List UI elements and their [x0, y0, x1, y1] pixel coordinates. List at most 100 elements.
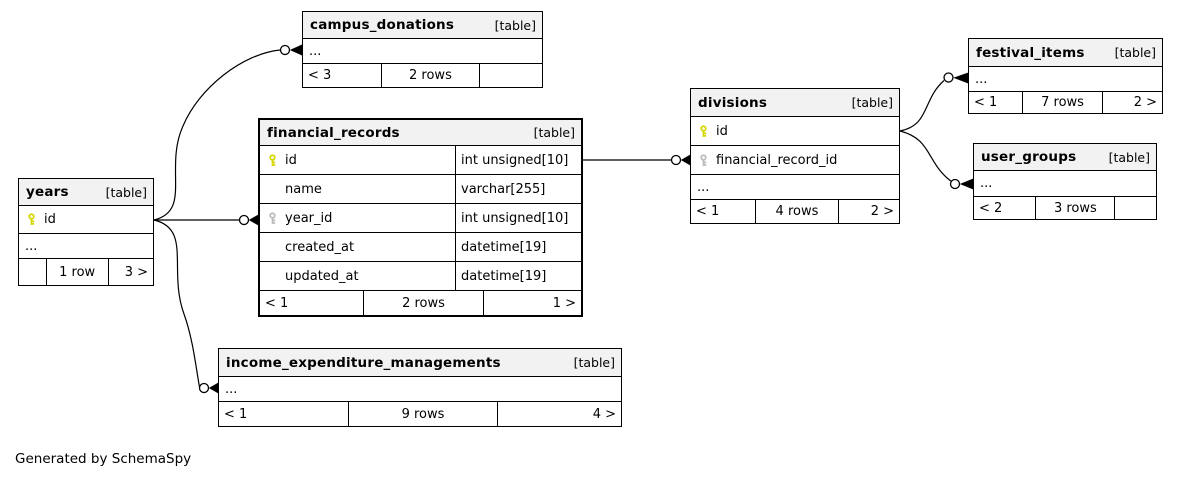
- column-type: int unsigned[10]: [455, 204, 581, 232]
- column-row-id: id: [19, 206, 153, 234]
- footer-rowcount: 7 rows: [1022, 92, 1101, 113]
- footer-parents: < 1: [265, 295, 289, 311]
- ellipsis-row: ...: [974, 171, 1156, 197]
- zero-dot: [670, 154, 682, 166]
- table-header[interactable]: divisions [table]: [691, 89, 899, 117]
- column-type: varchar[255]: [455, 175, 581, 203]
- column-row-created-at: created_at datetime[19]: [260, 233, 581, 262]
- key-spacer: [266, 270, 279, 283]
- crowfoot-arrow: [248, 214, 258, 226]
- key-spacer: [266, 183, 279, 196]
- column-name: updated_at: [285, 268, 359, 284]
- table-name[interactable]: income_expenditure_managements: [226, 354, 501, 371]
- table-node-user-groups[interactable]: user_groups [table] ... < 2 3 rows: [973, 143, 1157, 220]
- zero-dot: [238, 214, 250, 226]
- column-name: id: [285, 152, 297, 168]
- table-badge: [table]: [573, 355, 615, 370]
- footer-rowcount: 2 rows: [381, 64, 478, 87]
- table-name[interactable]: festival_items: [976, 44, 1085, 61]
- table-node-financial-records[interactable]: financial_records [table] id int unsigne…: [258, 118, 583, 317]
- footer-parents: < 3: [308, 68, 332, 83]
- zero-dot: [198, 382, 210, 394]
- column-name: financial_record_id: [716, 152, 838, 168]
- edge-divisions-user-groups: [899, 130, 952, 182]
- column-type: datetime[19]: [455, 262, 581, 290]
- column-row-year-id: year_id int unsigned[10]: [260, 204, 581, 233]
- footer-rowcount: 2 rows: [363, 291, 483, 315]
- footer-children: 2 >: [837, 200, 899, 223]
- foreign-key-icon: [266, 211, 279, 225]
- table-header[interactable]: user_groups [table]: [974, 144, 1156, 171]
- footer-rowcount: 4 rows: [755, 200, 837, 223]
- column-name: id: [716, 123, 728, 139]
- key-spacer: [266, 241, 279, 254]
- crowfoot-arrow: [208, 382, 218, 394]
- column-row-id: id: [691, 117, 899, 146]
- ellipsis-row: ...: [691, 175, 899, 200]
- footer-children: [478, 64, 543, 87]
- table-footer: < 1 2 rows 1 >: [260, 291, 581, 315]
- crowfoot-arrow: [680, 154, 690, 166]
- table-node-festival-items[interactable]: festival_items [table] ... < 1 7 rows 2 …: [968, 38, 1163, 114]
- ellipsis-row: ...: [303, 39, 542, 64]
- ellipsis-row: ...: [969, 67, 1162, 92]
- footer-rowcount: 3 rows: [1035, 197, 1114, 219]
- edge-years-income-expenditure: [153, 219, 201, 388]
- foreign-key-icon: [697, 153, 710, 167]
- table-node-income-expenditure-managements[interactable]: income_expenditure_managements [table] .…: [218, 348, 622, 427]
- table-header[interactable]: festival_items [table]: [969, 39, 1162, 67]
- primary-key-icon: [25, 213, 38, 226]
- column-name: id: [44, 212, 56, 227]
- table-badge: [table]: [1108, 149, 1150, 165]
- primary-key-icon: [697, 124, 710, 138]
- table-footer: < 2 3 rows: [974, 197, 1156, 219]
- table-badge: [table]: [1114, 45, 1156, 60]
- footer-children: [1114, 197, 1156, 219]
- table-name[interactable]: years: [26, 184, 69, 200]
- table-badge: [table]: [494, 17, 536, 33]
- table-node-campus-donations[interactable]: campus_donations [table] ... < 3 2 rows: [302, 11, 543, 88]
- crowfoot-arrow: [959, 178, 973, 190]
- edge-years-campus-donations: [153, 49, 281, 221]
- footer-children: 4 >: [496, 402, 621, 426]
- table-footer: < 1 9 rows 4 >: [219, 402, 621, 426]
- generator-note: Generated by SchemaSpy: [15, 451, 192, 467]
- table-footer: < 1 7 rows 2 >: [969, 92, 1162, 113]
- zero-dot: [943, 72, 954, 83]
- table-header[interactable]: campus_donations [table]: [303, 12, 542, 39]
- table-name[interactable]: user_groups: [981, 149, 1077, 165]
- crowfoot-arrow: [289, 44, 302, 56]
- column-row-financial-record-id: financial_record_id: [691, 146, 899, 175]
- ellipsis-row: ...: [219, 377, 621, 402]
- footer-rowcount: 1 row: [45, 259, 108, 285]
- crowfoot-arrow: [953, 72, 968, 84]
- column-type: int unsigned[10]: [455, 146, 581, 174]
- footer-parents: < 2: [979, 200, 1003, 216]
- primary-key-icon: [266, 153, 279, 167]
- footer-parents: [19, 259, 46, 285]
- footer-children: 1 >: [483, 291, 581, 315]
- column-name: name: [285, 181, 322, 197]
- table-node-years[interactable]: years [table] id ... 1 row 3 >: [18, 178, 154, 286]
- ellipsis-row: ...: [19, 234, 153, 259]
- column-row-updated-at: updated_at datetime[19]: [260, 262, 581, 291]
- table-header[interactable]: financial_records [table]: [260, 120, 581, 146]
- table-footer: < 3 2 rows: [303, 64, 542, 87]
- zero-dot: [949, 178, 961, 190]
- table-name[interactable]: financial_records: [267, 124, 400, 141]
- table-header[interactable]: income_expenditure_managements [table]: [219, 349, 621, 377]
- column-row-id: id int unsigned[10]: [260, 146, 581, 175]
- edge-divisions-festival-items: [899, 80, 945, 132]
- column-name: year_id: [285, 210, 333, 226]
- table-name[interactable]: campus_donations: [310, 17, 455, 33]
- footer-children: 3 >: [107, 259, 153, 285]
- table-header[interactable]: years [table]: [19, 179, 153, 206]
- table-name[interactable]: divisions: [698, 94, 768, 111]
- zero-dot: [279, 44, 291, 56]
- column-row-name: name varchar[255]: [260, 175, 581, 204]
- table-node-divisions[interactable]: divisions [table] id financial_record_id…: [690, 88, 900, 224]
- footer-children: 2 >: [1101, 92, 1162, 113]
- table-badge: [table]: [851, 95, 893, 110]
